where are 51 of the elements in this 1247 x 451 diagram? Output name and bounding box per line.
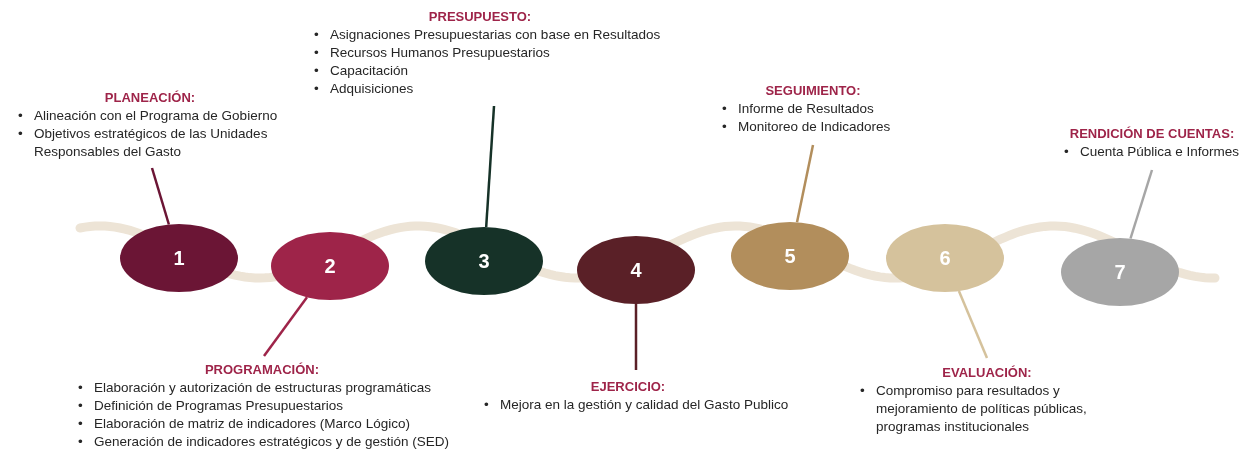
- bullet-mark: •: [313, 44, 320, 62]
- bullet-mark: •: [721, 100, 728, 118]
- section-heading: PRESUPUESTO:: [428, 9, 532, 24]
- bullet-mark: •: [859, 382, 866, 400]
- bullet-mark: •: [313, 80, 320, 98]
- leader-line: [957, 290, 989, 359]
- step-circle: 7: [1061, 238, 1179, 306]
- leader-line: [150, 167, 171, 225]
- leader-line: [263, 296, 308, 357]
- bullet-mark: •: [77, 433, 84, 451]
- leader-line: [634, 304, 638, 370]
- bullet-mark: •: [313, 62, 320, 80]
- bullet-mark: •: [77, 379, 84, 397]
- bullet-mark: •: [77, 415, 84, 433]
- step-circle: 1: [120, 224, 238, 292]
- bullet-item: Informe de Resultados: [738, 100, 874, 118]
- leader-line: [484, 105, 496, 228]
- bullet-item: Elaboración de matriz de indicadores (Marco Lógico): [94, 415, 410, 433]
- bullet-item: Capacitación: [330, 62, 409, 80]
- bullet-mark: •: [483, 396, 490, 414]
- bullet-item: Adquisiciones: [330, 80, 414, 98]
- bullet-item: Elaboración y autorización de estructuras programáticas: [94, 379, 431, 397]
- bullet-mark: •: [1063, 143, 1070, 161]
- bullet-mark: •: [721, 118, 728, 136]
- step-circle: 3: [425, 227, 543, 295]
- section-heading: EVALUACIÓN:: [942, 365, 1032, 380]
- bullet-item: Monitoreo de Indicadores: [738, 118, 891, 136]
- bullet-mark: •: [313, 26, 320, 44]
- bullet-item: Generación de indicadores estratégicos y de gestión (SED): [94, 433, 449, 451]
- section-heading: SEGUIMIENTO:: [765, 83, 861, 98]
- bullet-mark: •: [17, 125, 24, 143]
- bullet-item: Mejora en la gestión y calidad del Gasto Publico: [500, 396, 789, 414]
- section-heading: PLANEACIÓN:: [104, 90, 196, 105]
- section-heading: RENDICIÓN DE CUENTAS:: [1069, 126, 1235, 141]
- leader-line: [795, 144, 815, 223]
- section-heading: PROGRAMACIÓN:: [204, 362, 320, 377]
- bullet-mark: •: [17, 107, 24, 125]
- bullet-item: Recursos Humanos Presupuestarios: [330, 44, 550, 62]
- step-circle: 6: [886, 224, 1004, 292]
- bullet-item: Cuenta Pública e Informes: [1080, 143, 1240, 161]
- leader-line: [1129, 169, 1154, 239]
- step-circle: 4: [577, 236, 695, 304]
- step-circle: 5: [731, 222, 849, 290]
- step-circle: 2: [271, 232, 389, 300]
- section-heading: EJERCICIO:: [590, 379, 666, 394]
- bullet-mark: •: [77, 397, 84, 415]
- bullet-item: Compromiso para resultados y mejoramiento de políticas públicas, programas institucionales: [876, 382, 1088, 436]
- bullet-item: Asignaciones Presupuestarias con base en Resultados: [330, 26, 661, 44]
- bullet-item: Objetivos estratégicos de las Unidades Responsables del Gasto: [34, 125, 269, 161]
- bullet-item: Alineación con el Programa de Gobierno: [34, 107, 278, 125]
- bullet-item: Definición de Programas Presupuestarios: [94, 397, 344, 415]
